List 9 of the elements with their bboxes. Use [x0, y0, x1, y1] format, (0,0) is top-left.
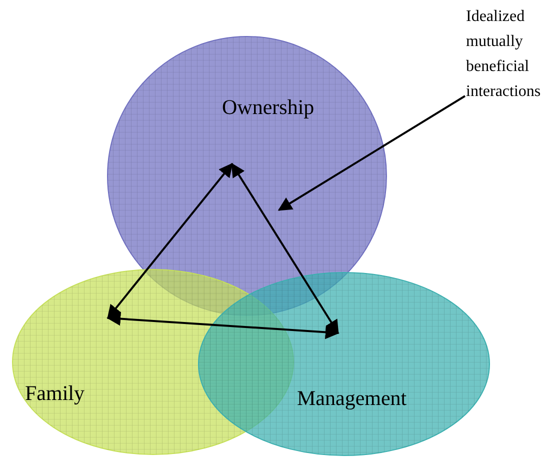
double-headed-arrow [106, 312, 340, 340]
double-headed-arrow [278, 95, 466, 211]
double-headed-arrow [107, 162, 233, 320]
annotation-text: Idealized mutually beneficial interactions [466, 4, 552, 104]
circle-label: Management [297, 386, 407, 411]
double-headed-arrow [231, 162, 339, 334]
circle-label: Family [25, 381, 85, 406]
circle-label: Ownership [222, 95, 314, 120]
venn-circle [198, 272, 490, 456]
